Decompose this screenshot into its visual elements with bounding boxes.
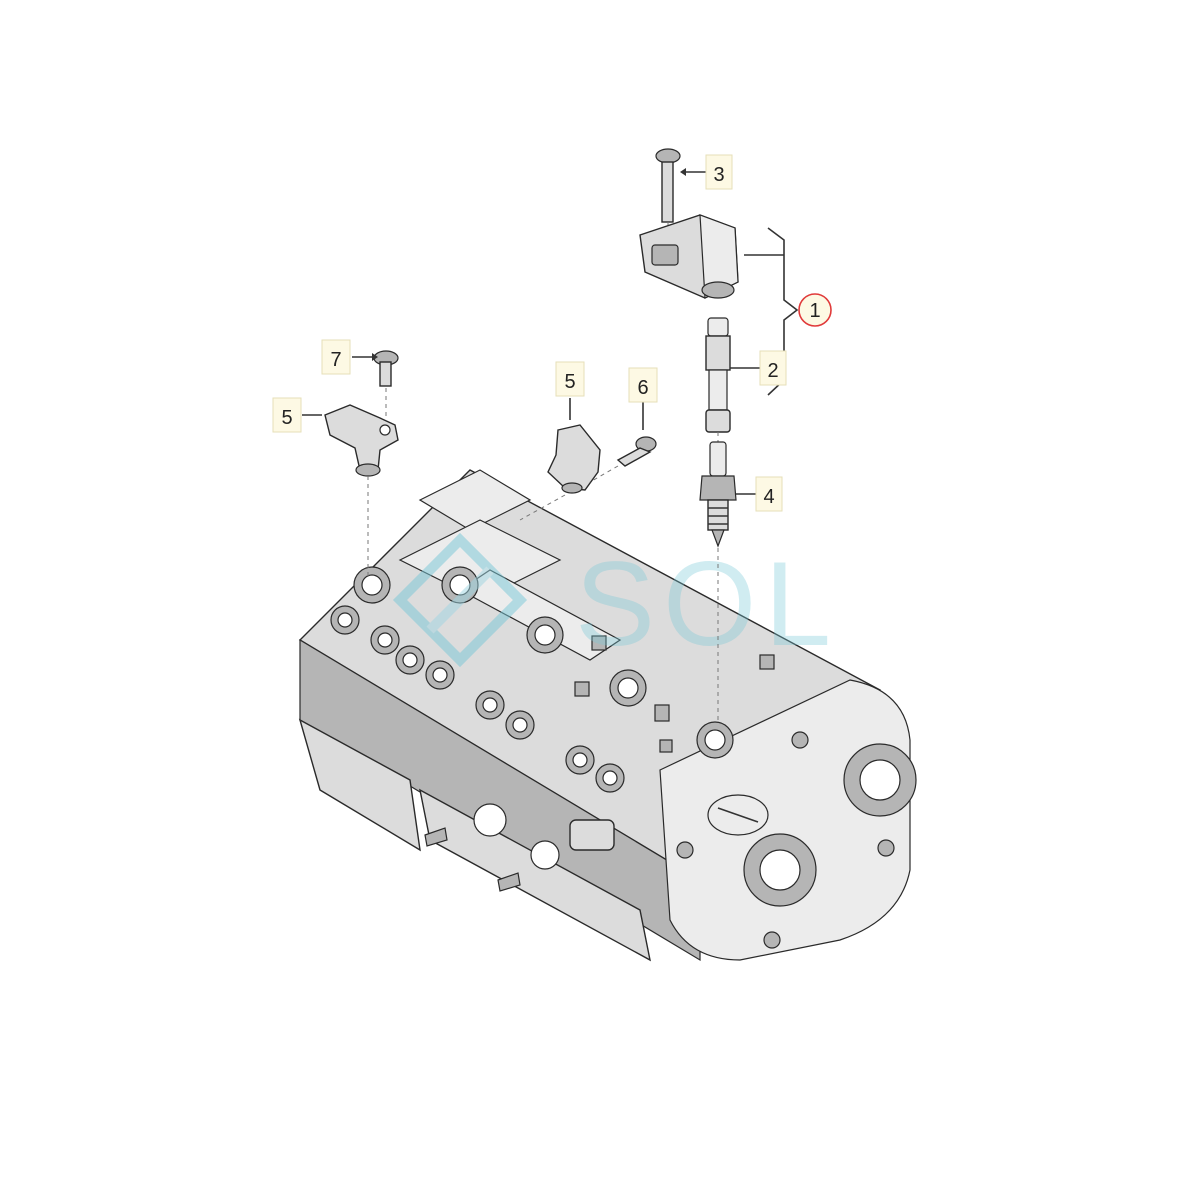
callout-7: 7 xyxy=(321,339,351,375)
callout-label-5-left: 5 xyxy=(281,407,292,429)
part-3-bolt xyxy=(655,148,706,232)
callout-label-1: 1 xyxy=(809,300,820,322)
part-2-coil-boot xyxy=(705,317,762,442)
callout-1-highlight-circle xyxy=(798,293,832,327)
part-5-center-sensor xyxy=(519,398,601,521)
watermark-logo-icon xyxy=(392,532,528,668)
callout-5-center: 5 xyxy=(555,361,585,397)
watermark: SOL xyxy=(392,532,839,671)
part-1-ignition-coil xyxy=(639,214,799,396)
callout-label-3: 3 xyxy=(713,164,724,186)
part-6-bolt xyxy=(589,400,657,483)
callout-2: 2 xyxy=(759,350,787,386)
callout-3: 3 xyxy=(705,154,733,190)
callout-label-5-center: 5 xyxy=(564,371,575,393)
callout-4: 4 xyxy=(755,476,783,512)
callout-1: 1 xyxy=(798,293,832,327)
callout-label-4: 4 xyxy=(763,486,774,508)
callout-5-left: 5 xyxy=(272,397,302,433)
callout-label-7: 7 xyxy=(330,349,341,371)
part-4-spark-plug xyxy=(699,441,758,720)
callout-6: 6 xyxy=(628,367,658,403)
watermark-text: SOL xyxy=(575,537,839,671)
part-7-bolt xyxy=(352,350,399,387)
callout-label-6: 6 xyxy=(637,377,648,399)
callout-label-2: 2 xyxy=(767,360,778,382)
part-5-left-sensor xyxy=(302,388,399,580)
